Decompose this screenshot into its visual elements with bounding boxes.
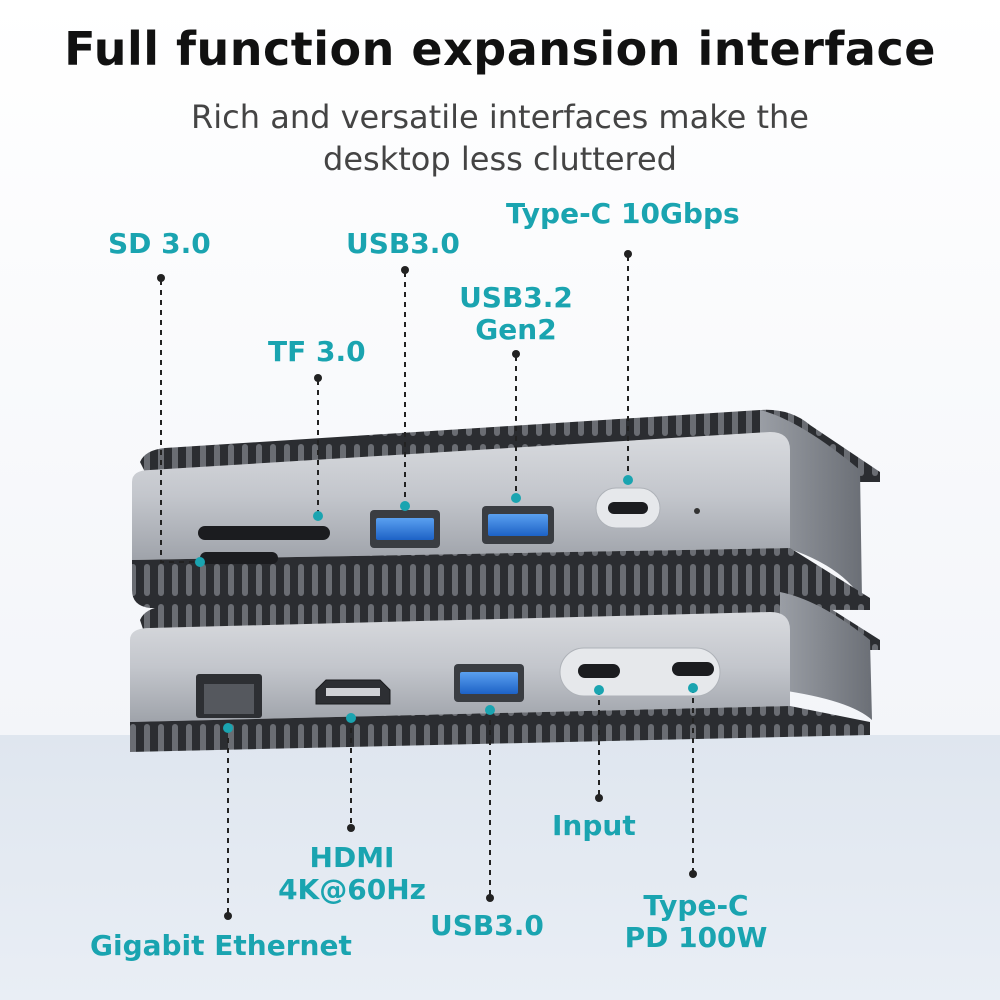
label-pd-line1: Type-C (643, 889, 749, 922)
typec-port-bezel (559, 647, 721, 697)
label-hdmi-line2: 4K@60Hz (278, 873, 426, 906)
callout-dots (157, 250, 697, 920)
port-endpoint-dots (195, 475, 698, 733)
page-title: Full function expansion interface (64, 22, 936, 76)
typec-pd-port (672, 662, 714, 676)
upper-hub-unit (132, 409, 880, 610)
sd-card-slot (198, 526, 330, 540)
label-usb30-top: USB3.0 (346, 227, 460, 260)
subtitle-line-2: desktop less cluttered (323, 140, 677, 178)
subtitle-line-1: Rich and versatile interfaces make the (191, 98, 809, 136)
sd-leader (160, 280, 200, 563)
tf-card-slot (200, 552, 278, 564)
lower-bottom-vents (130, 706, 870, 752)
label-input: Input (552, 809, 636, 842)
lower-side-panel (780, 592, 872, 720)
label-ethernet: Gigabit Ethernet (90, 929, 352, 962)
label-usb32-line2: Gen2 (475, 313, 557, 346)
label-tf: TF 3.0 (268, 335, 366, 368)
lower-hub-unit (130, 591, 880, 752)
label-typec-10g: Type-C 10Gbps (506, 197, 740, 230)
label-usb32: USB3.2 Gen2 (456, 282, 576, 346)
label-usb32-line1: USB3.2 (459, 281, 573, 314)
typec-input-port (578, 664, 620, 678)
label-hdmi: HDMI 4K@60Hz (262, 842, 442, 906)
label-hdmi-line1: HDMI (309, 841, 395, 874)
label-sd: SD 3.0 (108, 227, 211, 260)
callout-lines (160, 256, 694, 916)
label-pd: Type-C PD 100W (616, 890, 776, 954)
label-usb30-bottom: USB3.0 (430, 909, 544, 942)
led-indicator (694, 508, 700, 514)
desk-surface (0, 735, 1000, 1000)
label-pd-line2: PD 100W (624, 921, 768, 954)
